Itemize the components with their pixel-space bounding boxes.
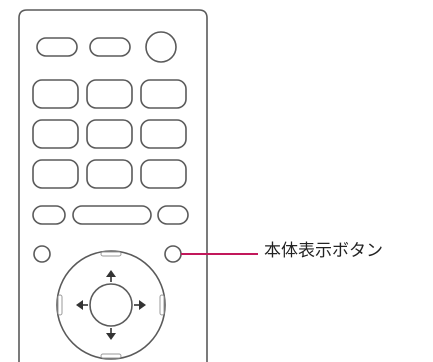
dpad-center-button[interactable] bbox=[89, 283, 133, 327]
grid-button-r3-c3[interactable] bbox=[140, 159, 187, 189]
arrow-down-icon bbox=[106, 328, 116, 340]
grid-button-r1-c2[interactable] bbox=[86, 79, 133, 109]
top-round-button[interactable] bbox=[145, 31, 177, 63]
grid-button-r1-c3[interactable] bbox=[140, 79, 187, 109]
top-button-2[interactable] bbox=[89, 37, 131, 57]
grid-button-r1-c1[interactable] bbox=[32, 79, 79, 109]
dpad-bottom-bump bbox=[100, 353, 122, 359]
dpad-left-bump bbox=[57, 294, 63, 316]
arrow-right-icon bbox=[134, 300, 146, 310]
small-round-button-left[interactable] bbox=[33, 245, 51, 263]
grid-button-r2-c2[interactable] bbox=[86, 119, 133, 149]
callout-label: 本体表示ボタン bbox=[264, 241, 383, 261]
dpad-top-bump bbox=[100, 251, 122, 257]
grid-button-r3-c2[interactable] bbox=[86, 159, 133, 189]
display-button[interactable] bbox=[164, 245, 182, 263]
dpad-right-bump bbox=[159, 294, 165, 316]
button-grid bbox=[32, 79, 187, 189]
arrow-up-icon bbox=[106, 270, 116, 282]
top-button-row bbox=[36, 31, 177, 63]
grid-button-r3-c1[interactable] bbox=[32, 159, 79, 189]
top-button-1[interactable] bbox=[36, 37, 78, 57]
grid-button-r2-c3[interactable] bbox=[140, 119, 187, 149]
grid-button-r2-c1[interactable] bbox=[32, 119, 79, 149]
small-pill-button-left[interactable] bbox=[32, 205, 66, 225]
dpad bbox=[56, 250, 166, 360]
small-pill-button-right[interactable] bbox=[157, 205, 189, 225]
wide-pill-button[interactable] bbox=[72, 205, 152, 225]
arrow-left-icon bbox=[76, 300, 88, 310]
middle-button-row bbox=[32, 205, 189, 225]
